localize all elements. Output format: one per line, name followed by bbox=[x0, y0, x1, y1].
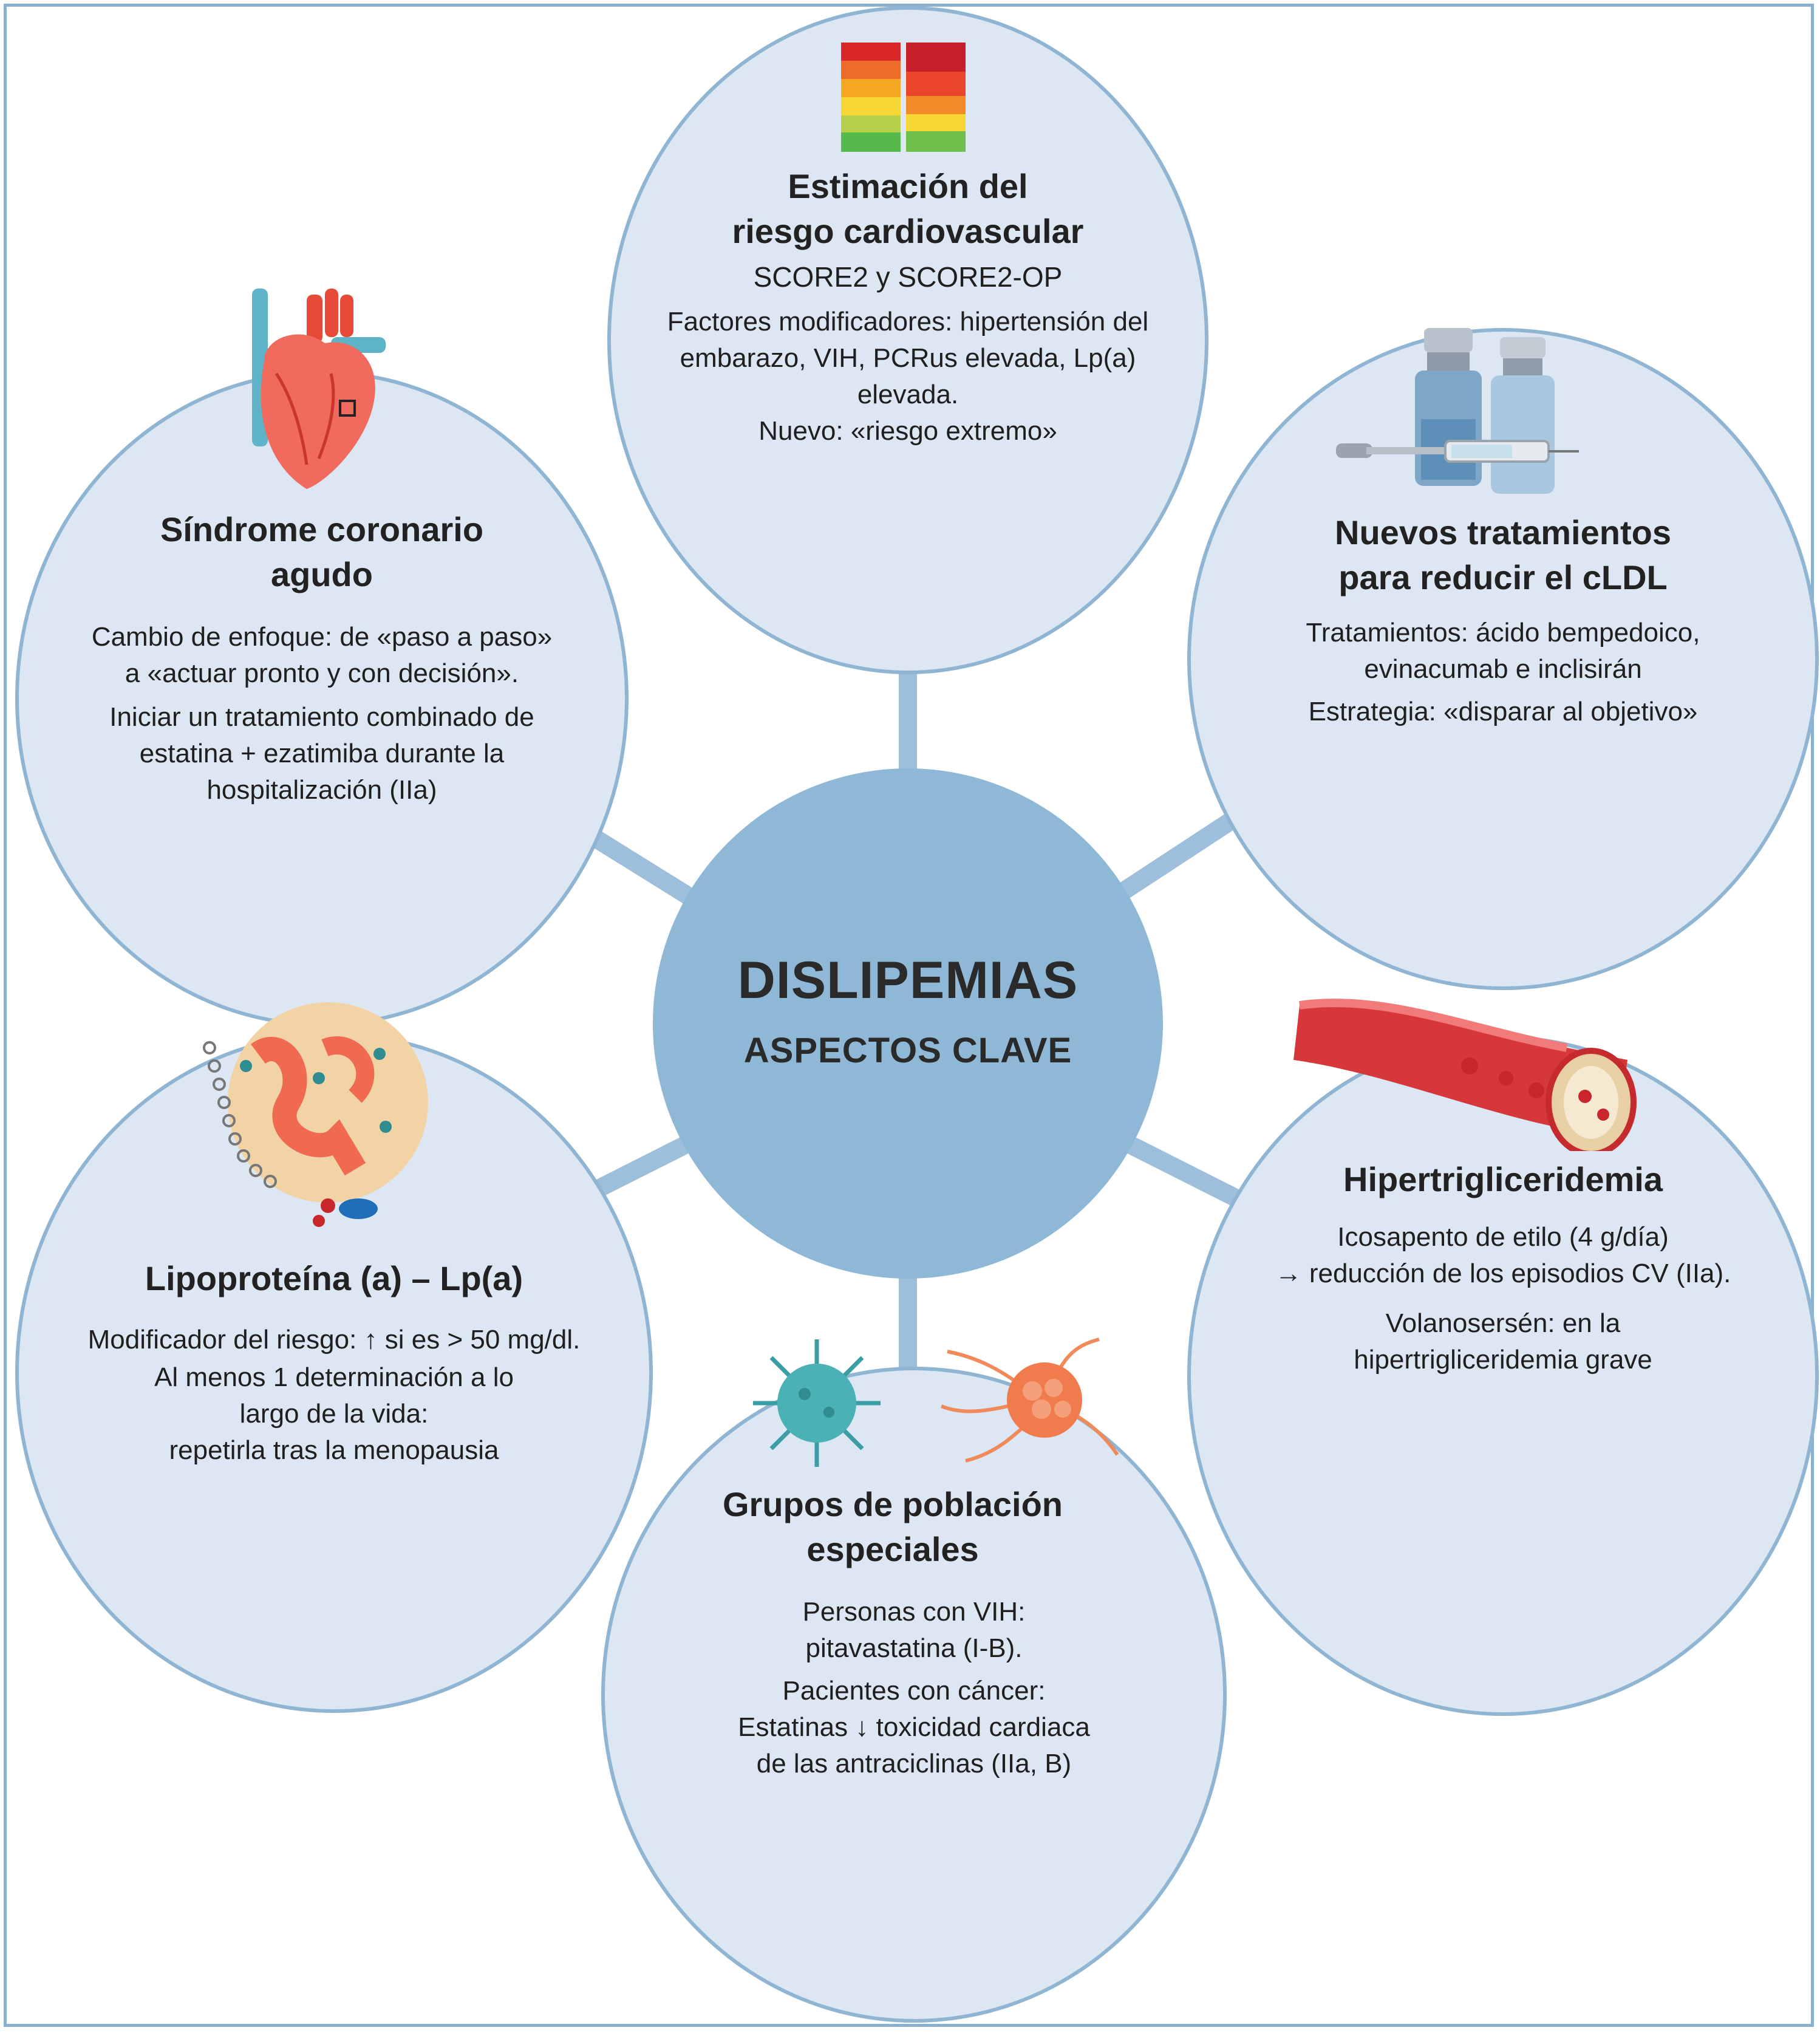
node-hipertrig: Hipertrigliceridemia Icosapento de etilo… bbox=[1187, 1157, 1819, 1378]
center-subtitle: ASPECTOS CLAVE bbox=[743, 1031, 1072, 1070]
node-sca-text-1: Cambio de enfoque: de «paso a paso» a «a… bbox=[91, 622, 553, 688]
center-labels: DISLIPEMIAS ASPECTOS CLAVE bbox=[653, 951, 1163, 1071]
node-grupos-text-2: Pacientes con cáncer: Estatinas ↓ toxici… bbox=[738, 1676, 1090, 1778]
node-lpa: Lipoproteína (a) – Lp(a) Modificador del… bbox=[15, 1256, 653, 1469]
circle-hipertrig bbox=[1187, 1036, 1819, 1716]
node-cldl: Nuevos tratamientos para reducir el cLDL… bbox=[1187, 510, 1819, 730]
node-lpa-text-2: Al menos 1 determinación a lo largo de l… bbox=[154, 1362, 514, 1465]
node-lpa-text-1: Modificador del riesgo: ↑ si es > 50 mg/… bbox=[87, 1325, 581, 1355]
node-grupos-text-1: Personas con VIH: pitavastatina (I-B). bbox=[802, 1597, 1026, 1663]
heart-icon bbox=[252, 289, 386, 489]
node-sca-title: Síndrome coronario agudo bbox=[160, 510, 484, 593]
node-grupos-title: Grupos de población especiales bbox=[722, 1485, 1063, 1568]
center-title: DISLIPEMIAS bbox=[737, 951, 1079, 1010]
node-riesgo-text-1: Factores modificadores: hipertensión del… bbox=[667, 307, 1149, 409]
risk-chart-icon bbox=[841, 43, 966, 152]
node-riesgo-subtitle: SCORE2 y SCORE2-OP bbox=[753, 261, 1063, 293]
circle-grupos bbox=[601, 1367, 1227, 2023]
node-hipertrig-text-1: Icosapento de etilo (4 g/día) → reducció… bbox=[1275, 1222, 1731, 1288]
node-sca-text-2: Iniciar un tratamiento combinado de esta… bbox=[109, 702, 534, 805]
circle-lpa bbox=[15, 1033, 653, 1713]
node-cldl-text-2: Estrategia: «disparar al objetivo» bbox=[1308, 697, 1698, 726]
outer-frame bbox=[4, 4, 1814, 2027]
node-cldl-text-1: Tratamientos: ácido bempedoico, evinacum… bbox=[1306, 618, 1700, 684]
node-sca: Síndrome coronario agudo Cambio de enfoq… bbox=[15, 507, 629, 808]
vials-syringe-icon bbox=[1336, 328, 1579, 494]
artery-icon bbox=[1293, 999, 1637, 1151]
center-circle bbox=[653, 768, 1163, 1279]
lipoprotein-particle-icon bbox=[203, 1002, 428, 1227]
virus-and-tumor-icon bbox=[753, 1338, 1119, 1467]
node-riesgo-text-2: Nuevo: «riesgo extremo» bbox=[758, 416, 1057, 446]
node-hipertrig-title: Hipertrigliceridemia bbox=[1343, 1160, 1663, 1198]
node-riesgo-title: Estimación del riesgo cardiovascular bbox=[732, 167, 1084, 250]
node-hipertrig-text-2: Volanosersén: en la hipertrigliceridemia… bbox=[1354, 1308, 1652, 1375]
node-riesgo: Estimación del riesgo cardiovascular SCO… bbox=[607, 164, 1208, 449]
node-cldl-title: Nuevos tratamientos para reducir el cLDL bbox=[1335, 513, 1671, 596]
node-grupos: Grupos de población especiales Personas … bbox=[601, 1482, 1227, 1782]
node-lpa-title: Lipoproteína (a) – Lp(a) bbox=[145, 1259, 523, 1297]
